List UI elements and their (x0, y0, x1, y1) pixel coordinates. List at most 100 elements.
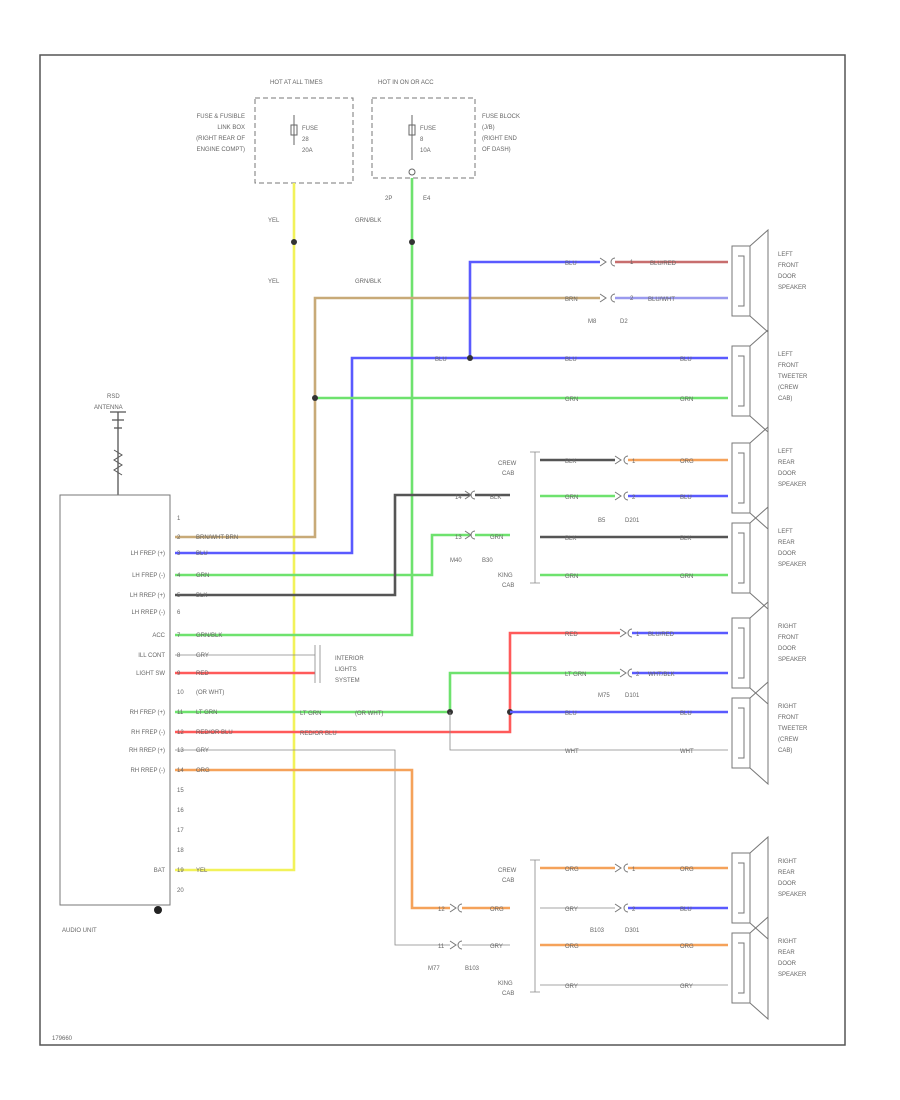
svg-text:GRN: GRN (565, 397, 578, 403)
pin-number: 12 (177, 730, 184, 736)
svg-text:KING: KING (498, 981, 513, 987)
svg-text:INTERIOR: INTERIOR (335, 656, 364, 662)
pin-wire-color: ORG (196, 768, 210, 774)
audio-unit-pin: 5LH RREP (+)BLK (130, 593, 207, 599)
svg-text:GRN/BLK: GRN/BLK (355, 279, 381, 285)
svg-text:B5: B5 (598, 518, 606, 524)
pin-wire-color: GRN/BLK (196, 633, 222, 639)
svg-text:LINK BOX: LINK BOX (217, 125, 245, 131)
audio-unit-pin: 11 RH FREP (+) LT GRN (130, 710, 218, 716)
svg-text:BLK: BLK (565, 536, 576, 542)
speaker-label: REAR (778, 950, 795, 956)
svg-text:(J/B): (J/B) (482, 125, 495, 131)
svg-text:D101: D101 (625, 693, 640, 699)
svg-text:CREW: CREW (498, 868, 517, 874)
speaker-label: SPEAKER (778, 892, 807, 898)
diagram-id: 179660 (52, 1036, 73, 1042)
speaker-label: SPEAKER (778, 482, 807, 488)
audio-unit-pin: 6LH RREP (-) (131, 610, 181, 616)
fuse-pin-2p: 2P (385, 196, 392, 202)
speaker-label: REAR (778, 870, 795, 876)
svg-text:FUSE: FUSE (420, 126, 436, 132)
pin-wire-color: BRN/WHT BRN (196, 535, 238, 541)
wire-red (175, 631, 620, 734)
svg-text:1: 1 (632, 867, 636, 873)
svg-text:D2: D2 (620, 319, 628, 325)
pin-number: 2 (177, 535, 181, 541)
speaker-icon (731, 835, 769, 941)
speaker-icon (731, 425, 769, 531)
speaker-label: (CREW (778, 737, 799, 743)
svg-text:1: 1 (632, 459, 636, 465)
fuse-right-text: FUSE 8 10A (420, 126, 436, 154)
wire-grn-blk (175, 178, 414, 637)
svg-text:BLU: BLU (565, 357, 577, 363)
pin-number: 4 (177, 573, 181, 579)
diagram-frame (39, 54, 846, 1046)
pin-name: BAT (154, 868, 166, 874)
svg-text:8: 8 (420, 137, 424, 143)
svg-text:11: 11 (438, 944, 445, 950)
pin-wire-color: LT GRN (196, 710, 217, 716)
fuse-box-left (254, 97, 354, 184)
speaker-label: LEFT (778, 449, 793, 455)
svg-text:GRN: GRN (490, 535, 503, 541)
svg-text:BLU: BLU (565, 261, 577, 267)
pin-number: 11 (177, 710, 184, 716)
audio-unit-box (59, 494, 171, 906)
svg-text:14: 14 (455, 495, 462, 501)
svg-text:B30: B30 (482, 558, 493, 564)
svg-text:20A: 20A (302, 148, 313, 154)
pin-name: LIGHT SW (136, 671, 165, 677)
svg-text:WHT: WHT (680, 749, 694, 755)
svg-text:ORG: ORG (680, 867, 694, 873)
pin-wire-color: YEL (196, 868, 208, 874)
audio-unit-label: AUDIO UNIT (62, 928, 97, 934)
pin-wire-color: (OR WHT) (196, 690, 224, 696)
hot-in-on-label: HOT IN ON OR ACC (378, 80, 434, 86)
svg-text:GRY: GRY (680, 984, 693, 990)
speaker-label: SPEAKER (778, 657, 807, 663)
svg-text:CREW: CREW (498, 461, 517, 467)
speaker-label: LEFT (778, 352, 793, 358)
svg-text:BLU: BLU (680, 711, 692, 717)
cab-labels: CREW CAB KING CAB CREW CAB KING CAB (498, 461, 517, 997)
svg-text:B103: B103 (590, 928, 605, 934)
svg-text:1: 1 (630, 260, 634, 266)
pin-wire-color: BLU (196, 551, 208, 557)
audio-unit-pin: 1 (177, 516, 181, 522)
pin-name: RH FREP (+) (130, 710, 165, 716)
wire-grn (175, 533, 470, 577)
svg-text:GRY: GRY (565, 984, 578, 990)
wire-wht (449, 712, 728, 751)
speaker-icon (731, 328, 769, 434)
svg-text:RED: RED (565, 632, 578, 638)
audio-unit-pin: 4LH FREP (-)GRN (132, 573, 209, 579)
svg-text:10A: 10A (420, 148, 431, 154)
connector-pin-labels: 1 2 1 2 14 13 1 2 12 11 1 2 (438, 260, 640, 950)
svg-text:LT GRN: LT GRN (300, 711, 321, 717)
svg-text:FUSE: FUSE (302, 126, 318, 132)
svg-text:WHT/BLK: WHT/BLK (648, 672, 675, 678)
pin-name: LH FREP (+) (131, 551, 165, 557)
antenna-icon (110, 411, 126, 495)
speaker-label: (CREW (778, 385, 799, 391)
svg-text:28: 28 (302, 137, 309, 143)
svg-text:13: 13 (455, 535, 462, 541)
pin-number: 15 (177, 788, 184, 794)
svg-text:2: 2 (632, 495, 636, 501)
fuse-right-symbol (408, 115, 416, 160)
svg-text:D201: D201 (625, 518, 640, 524)
svg-text:(RIGHT END: (RIGHT END (482, 136, 518, 142)
svg-text:ORG: ORG (680, 944, 694, 950)
pin-name: LH RREP (+) (130, 593, 165, 599)
svg-text:YEL: YEL (268, 279, 280, 285)
speaker-label: RIGHT (778, 939, 797, 945)
svg-text:2: 2 (630, 296, 634, 302)
pin-name: LH RREP (-) (131, 610, 165, 616)
svg-text:ANTENNA: ANTENNA (94, 405, 123, 411)
pin-wire-color: GRY (196, 748, 209, 754)
svg-text:ORG: ORG (680, 459, 694, 465)
pin-number: 18 (177, 848, 184, 854)
